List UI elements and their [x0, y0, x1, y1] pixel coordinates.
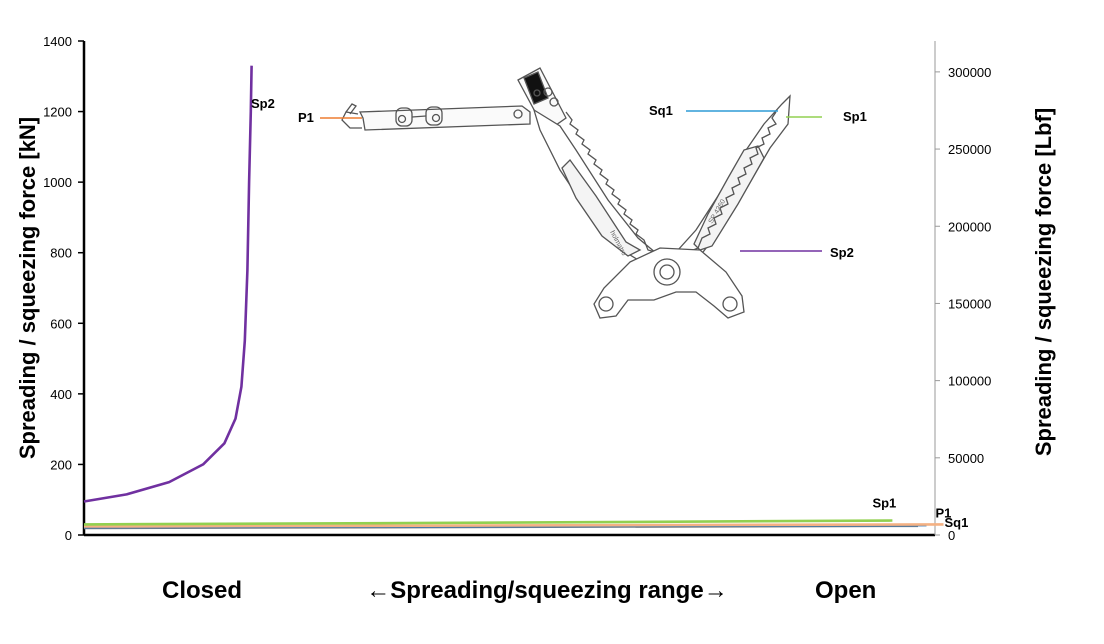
callout-label-sp2-right: Sp2 — [830, 245, 854, 260]
callout-label-sp1: Sp1 — [843, 109, 867, 124]
x-end-label: Open — [815, 577, 876, 604]
callout-label-p1: P1 — [298, 110, 314, 125]
y2-tick-label: 200000 — [948, 219, 991, 234]
y2-tick-label: 50000 — [948, 451, 984, 466]
y2-tick-label: 300000 — [948, 65, 991, 80]
tool-illustration: holmatro SP 4260 — [341, 67, 791, 319]
callout-label-sq1: Sq1 — [649, 103, 673, 118]
y-tick-label: 400 — [50, 387, 72, 402]
end-label-sq1: Sq1 — [944, 515, 968, 530]
right-axis-ticks: 0 50000 100000 150000 200000 250000 300000 — [935, 65, 991, 543]
series-line-sp2 — [83, 65, 253, 503]
callout-label-sp2-top: Sp2 — [251, 96, 275, 111]
y-tick-label: 200 — [50, 457, 72, 472]
y-tick-label: 800 — [50, 246, 72, 261]
series-line-p1 — [83, 523, 944, 528]
end-label-sp1: Sp1 — [872, 496, 896, 511]
y-tick-label: 1000 — [43, 175, 72, 190]
x-start-label: Closed — [162, 577, 242, 604]
y2-tick-label: 100000 — [948, 374, 991, 389]
y-tick-label: 1400 — [43, 34, 72, 49]
series-line-sp1 — [83, 519, 893, 526]
left-axis-ticks: 0 200 400 600 800 1000 1200 1400 — [43, 34, 84, 543]
y-axis-title: Spreading / squeezing force [kN] — [15, 117, 40, 459]
y-tick-label: 1200 — [43, 105, 72, 120]
y2-tick-label: 0 — [948, 528, 955, 543]
tool-base — [593, 247, 745, 319]
tool-left-arm: holmatro — [532, 108, 664, 267]
tool-handle — [341, 103, 531, 131]
tool-right-arm: SP 4260 — [677, 94, 791, 263]
y-tick-label: 0 — [65, 528, 72, 543]
end-label-p1: P1 — [936, 505, 952, 520]
y2-tick-label: 150000 — [948, 296, 991, 311]
y2-axis-title: Spreading / squeezing force [Lbf] — [1031, 108, 1056, 456]
y2-tick-label: 250000 — [948, 142, 991, 157]
y-tick-label: 600 — [50, 316, 72, 331]
series-layer — [83, 65, 944, 530]
x-range-label: ←Spreading/squeezing range→ — [366, 577, 727, 604]
